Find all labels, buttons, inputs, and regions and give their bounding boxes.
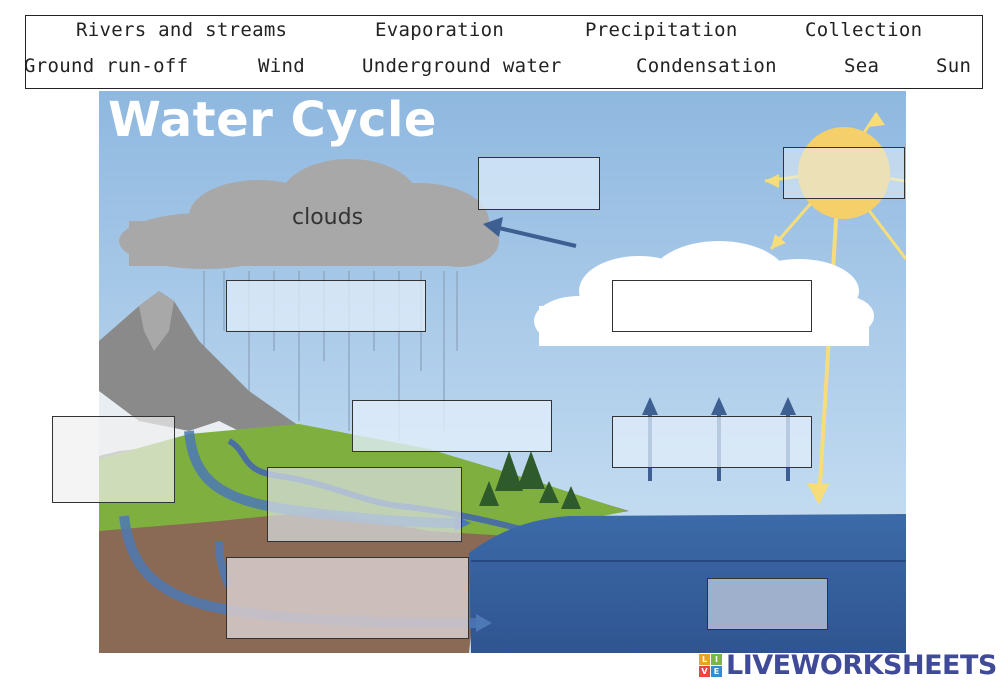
word-bank-item: Underground water — [362, 55, 562, 77]
word-bank-item: Sun — [936, 55, 972, 77]
answer-box-mountain[interactable] — [52, 416, 175, 503]
liveworksheets-logo: L I V E LIVEWORKSHEETS — [699, 649, 997, 681]
answer-box-sea[interactable] — [707, 578, 828, 630]
word-bank: Rivers and streams Evaporation Precipita… — [24, 15, 983, 89]
word-bank-item: Evaporation — [375, 19, 505, 41]
trees — [479, 451, 581, 509]
clouds-label: clouds — [292, 205, 364, 230]
diagram-title: Water Cycle — [108, 92, 437, 148]
answer-box-underground[interactable] — [226, 557, 469, 639]
word-bank-item: Condensation — [636, 55, 777, 77]
answer-box-wind[interactable] — [478, 157, 600, 210]
word-bank-item: Ground run-off — [24, 55, 189, 77]
word-bank-item: Sea — [844, 55, 880, 77]
word-bank-item: Rivers and streams — [76, 19, 288, 41]
answer-box-sun[interactable] — [783, 147, 905, 199]
answer-box-rivers[interactable] — [267, 467, 462, 542]
brand-name: LIVEWORKSHEETS — [726, 649, 997, 681]
word-bank-item: Wind — [258, 55, 305, 77]
answer-box-precipitation[interactable] — [226, 280, 426, 332]
word-bank-item: Precipitation — [585, 19, 738, 41]
sea — [469, 514, 906, 653]
answer-box-collection[interactable] — [352, 400, 552, 452]
answer-box-evaporation[interactable] — [612, 416, 812, 468]
logo-mark-icon: L I V E — [699, 653, 722, 677]
rain-cloud — [119, 159, 499, 269]
word-bank-item: Collection — [805, 19, 923, 41]
answer-box-condensation[interactable] — [612, 280, 812, 332]
wind-arrow — [483, 217, 577, 248]
